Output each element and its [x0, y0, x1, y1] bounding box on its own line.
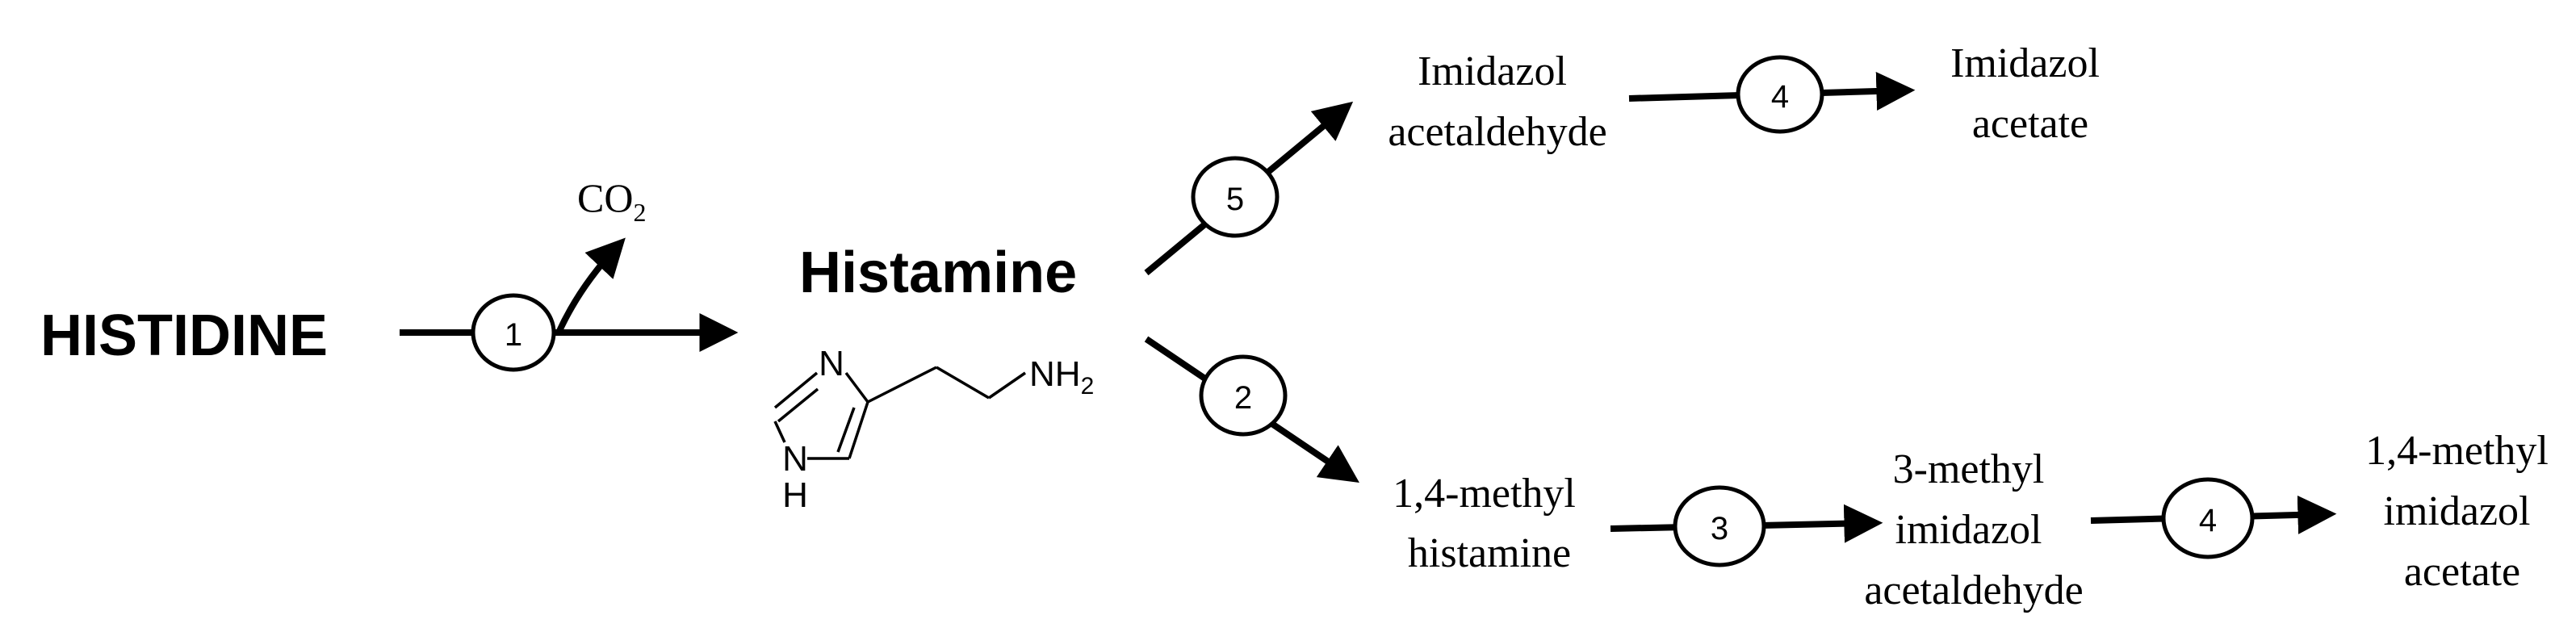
imidazol-acetaldehyde-label: Imidazol acetaldehyde	[1388, 48, 1606, 155]
svg-text:1: 1	[505, 317, 522, 353]
methyl-imidazol-acetaldehyde-label: 3-methyl imidazol acetaldehyde	[1864, 446, 2083, 613]
enzyme-circle-4-top: 4	[1736, 55, 1824, 134]
methyl-histamine-label: 1,4-methyl histamine	[1393, 471, 1586, 576]
co2-label: CO2	[577, 175, 646, 227]
svg-text:N: N	[782, 439, 808, 479]
enzyme-circle-5: 5	[1191, 156, 1280, 238]
svg-text:4: 4	[1771, 79, 1789, 115]
svg-text:NH2: NH2	[1029, 354, 1094, 400]
svg-text:5: 5	[1226, 182, 1244, 217]
svg-text:H: H	[782, 475, 808, 515]
svg-text:2: 2	[1234, 380, 1252, 416]
enzyme-circle-1: 1	[471, 293, 556, 372]
histamine-structure: N N H NH2	[773, 344, 1094, 515]
enzyme-circle-3: 3	[1673, 485, 1766, 567]
arrow-to-co2	[555, 237, 626, 334]
histidine-label: HISTIDINE	[40, 303, 328, 368]
imidazol-acetate-label: Imidazol acetate	[1950, 40, 2110, 147]
svg-text:N: N	[819, 344, 844, 383]
svg-text:4: 4	[2199, 503, 2217, 538]
histamine-label: Histamine	[799, 241, 1077, 305]
enzyme-circle-2: 2	[1199, 354, 1288, 437]
methyl-imidazol-acetate-label: 1,4-methyl imidazol acetate	[2365, 428, 2559, 595]
enzyme-circle-4-bottom: 4	[2161, 477, 2255, 559]
svg-text:3: 3	[1711, 511, 1728, 546]
